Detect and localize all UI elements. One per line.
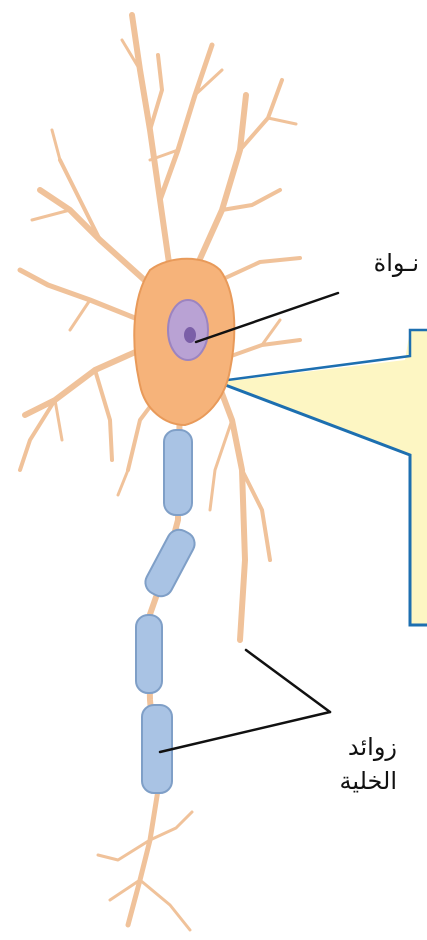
myelin-segment (136, 615, 162, 693)
cell-body (134, 259, 234, 425)
nucleolus (184, 327, 196, 343)
cell-processes-label-line1: زوائد (339, 730, 397, 764)
cell-processes-label-line2: الخلية (339, 764, 397, 798)
axon (136, 390, 199, 793)
magnification-callout (220, 330, 427, 625)
nucleus-label: نـواة (374, 246, 419, 280)
processes-leader-line-2 (160, 712, 330, 752)
callout-box (220, 330, 427, 625)
processes-leader-line-1 (246, 650, 330, 712)
myelin-segment (141, 526, 199, 601)
cell-processes-label: زوائد الخلية (339, 730, 397, 798)
myelin-segment (164, 430, 192, 515)
